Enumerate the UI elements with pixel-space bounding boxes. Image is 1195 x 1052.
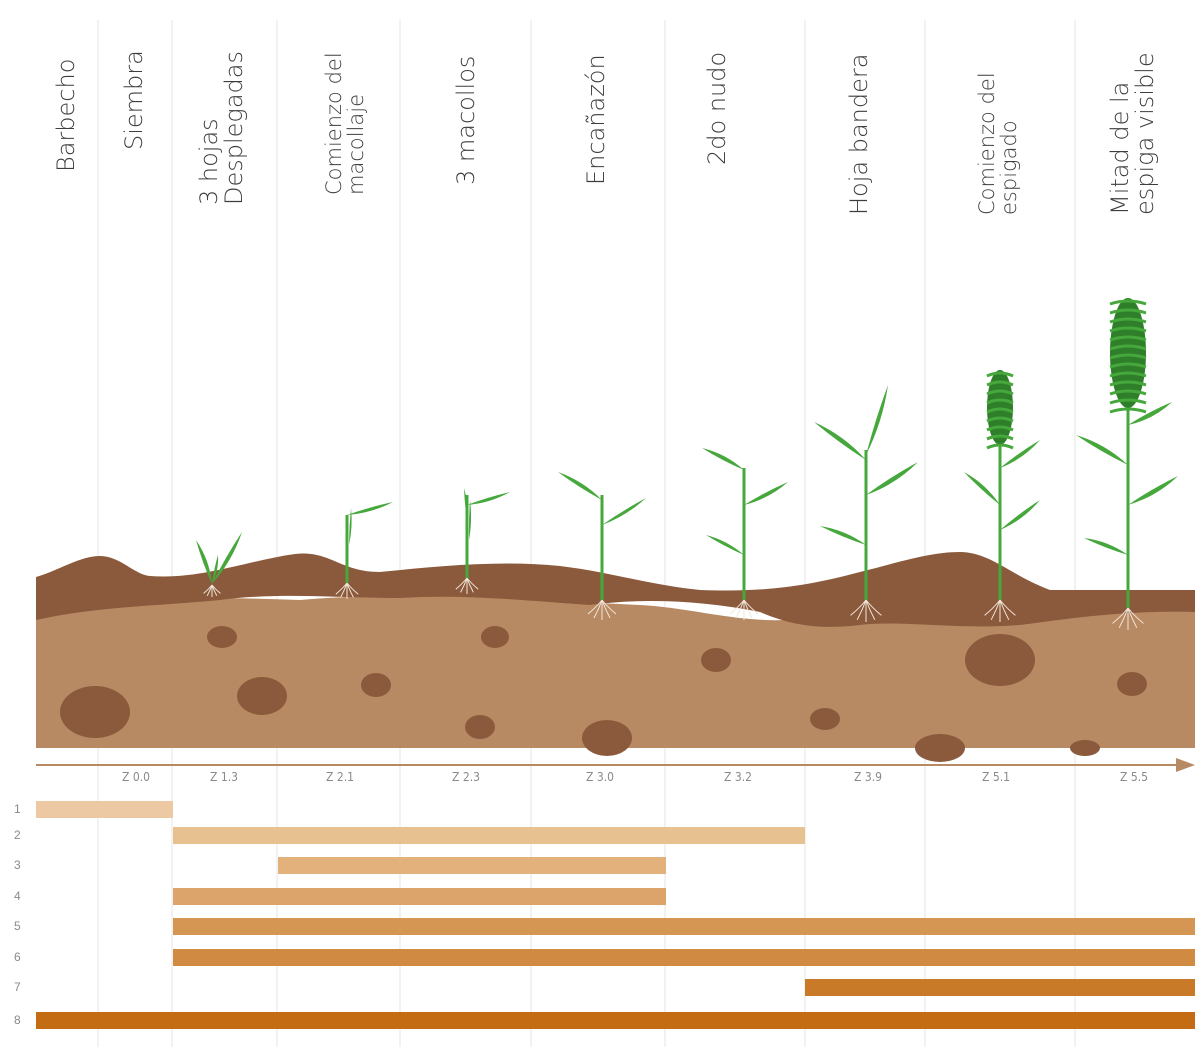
stage-label-line: Comienzo del [974, 72, 999, 215]
bar [173, 917, 1195, 935]
plant-half-spike [1076, 298, 1178, 630]
soil-pebble [810, 708, 840, 730]
stage-label-line: Mitad de la [1105, 81, 1134, 215]
zadoks-code: Z 2.1 [326, 770, 354, 784]
soil-pebble [207, 626, 237, 648]
stage-label: 3 macollos [452, 55, 481, 185]
bar-row-label: 3 [14, 858, 21, 872]
bar-row-label: 1 [14, 802, 21, 816]
stage-label: Barbecho [52, 58, 81, 172]
stage-label-line: macollaje [343, 93, 368, 195]
zadoks-code: Z 5.1 [982, 770, 1010, 784]
stage-label: 2do nudo [703, 51, 732, 165]
soil-pebble [465, 715, 495, 739]
bar-row-label: 4 [14, 889, 21, 903]
stage-label-line: 3 macollos [452, 55, 481, 185]
stage-label: Hoja bandera [845, 53, 874, 215]
plant-stem-elongation [558, 472, 646, 620]
soil-pebble [582, 720, 632, 756]
soil-pebble [237, 677, 287, 715]
soil-pebble [965, 634, 1035, 686]
soil-lower-layer [36, 595, 1195, 748]
soil-pebble [361, 673, 391, 697]
arrow-right-icon [1176, 758, 1195, 772]
stage-label-line: espigado [996, 120, 1021, 215]
timeline-axis [36, 758, 1195, 772]
stage-label-line: Barbecho [52, 58, 81, 172]
soil-pebbles [60, 626, 1147, 762]
wheat-plants [196, 298, 1178, 630]
bar-row-label: 2 [14, 828, 21, 842]
plant-tillering [335, 502, 393, 599]
soil-cross-section [36, 552, 1195, 762]
soil-pebble [60, 686, 130, 738]
soil-pebble [1117, 672, 1147, 696]
plant-3-tillers [455, 488, 510, 594]
stage-label-line: Siembra [120, 50, 149, 150]
zadoks-code: Z 1.3 [210, 770, 238, 784]
stage-label-line: Desplegadas [219, 51, 248, 205]
bar-row-label: 6 [14, 950, 21, 964]
zadoks-code: Z 5.5 [1120, 770, 1148, 784]
zadoks-code: Z 3.0 [586, 770, 614, 784]
plant-3-leaves [196, 532, 242, 597]
bar [805, 978, 1195, 996]
plant-heading-start [964, 370, 1040, 622]
bar [36, 1011, 1195, 1029]
stage-label: Siembra [120, 50, 149, 150]
stage-label: Encañazón [582, 54, 611, 185]
zadoks-code: Z 2.3 [452, 770, 480, 784]
bar [278, 856, 666, 874]
bar [173, 826, 805, 844]
plant-flag-leaf [814, 385, 918, 622]
stage-label-line: 2do nudo [703, 51, 732, 165]
zadoks-code: Z 3.9 [854, 770, 882, 784]
bar [36, 800, 173, 818]
soil-pebble [481, 626, 509, 648]
bar-row-label: 5 [14, 919, 21, 933]
bar [173, 887, 666, 905]
stage-label-line: espiga visible [1130, 52, 1159, 215]
soil-pebble [915, 734, 965, 762]
stage-label-line: Hoja bandera [845, 53, 874, 215]
soil-pebble [1070, 740, 1100, 756]
bar-row-label: 7 [14, 980, 21, 994]
soil-top-layer [36, 552, 1195, 627]
stage-gridlines [97, 20, 1076, 1047]
plant-second-node [702, 448, 788, 620]
stage-label-line: Encañazón [582, 54, 611, 185]
zadoks-code: Z 3.2 [724, 770, 752, 784]
soil-pebble [701, 648, 731, 672]
zadoks-code: Z 0.0 [122, 770, 150, 784]
stage-label-line: 3 hojas [194, 118, 223, 205]
stage-label-line: Comienzo del [321, 52, 346, 195]
bar [173, 948, 1195, 966]
bar-row-label: 8 [14, 1013, 21, 1027]
